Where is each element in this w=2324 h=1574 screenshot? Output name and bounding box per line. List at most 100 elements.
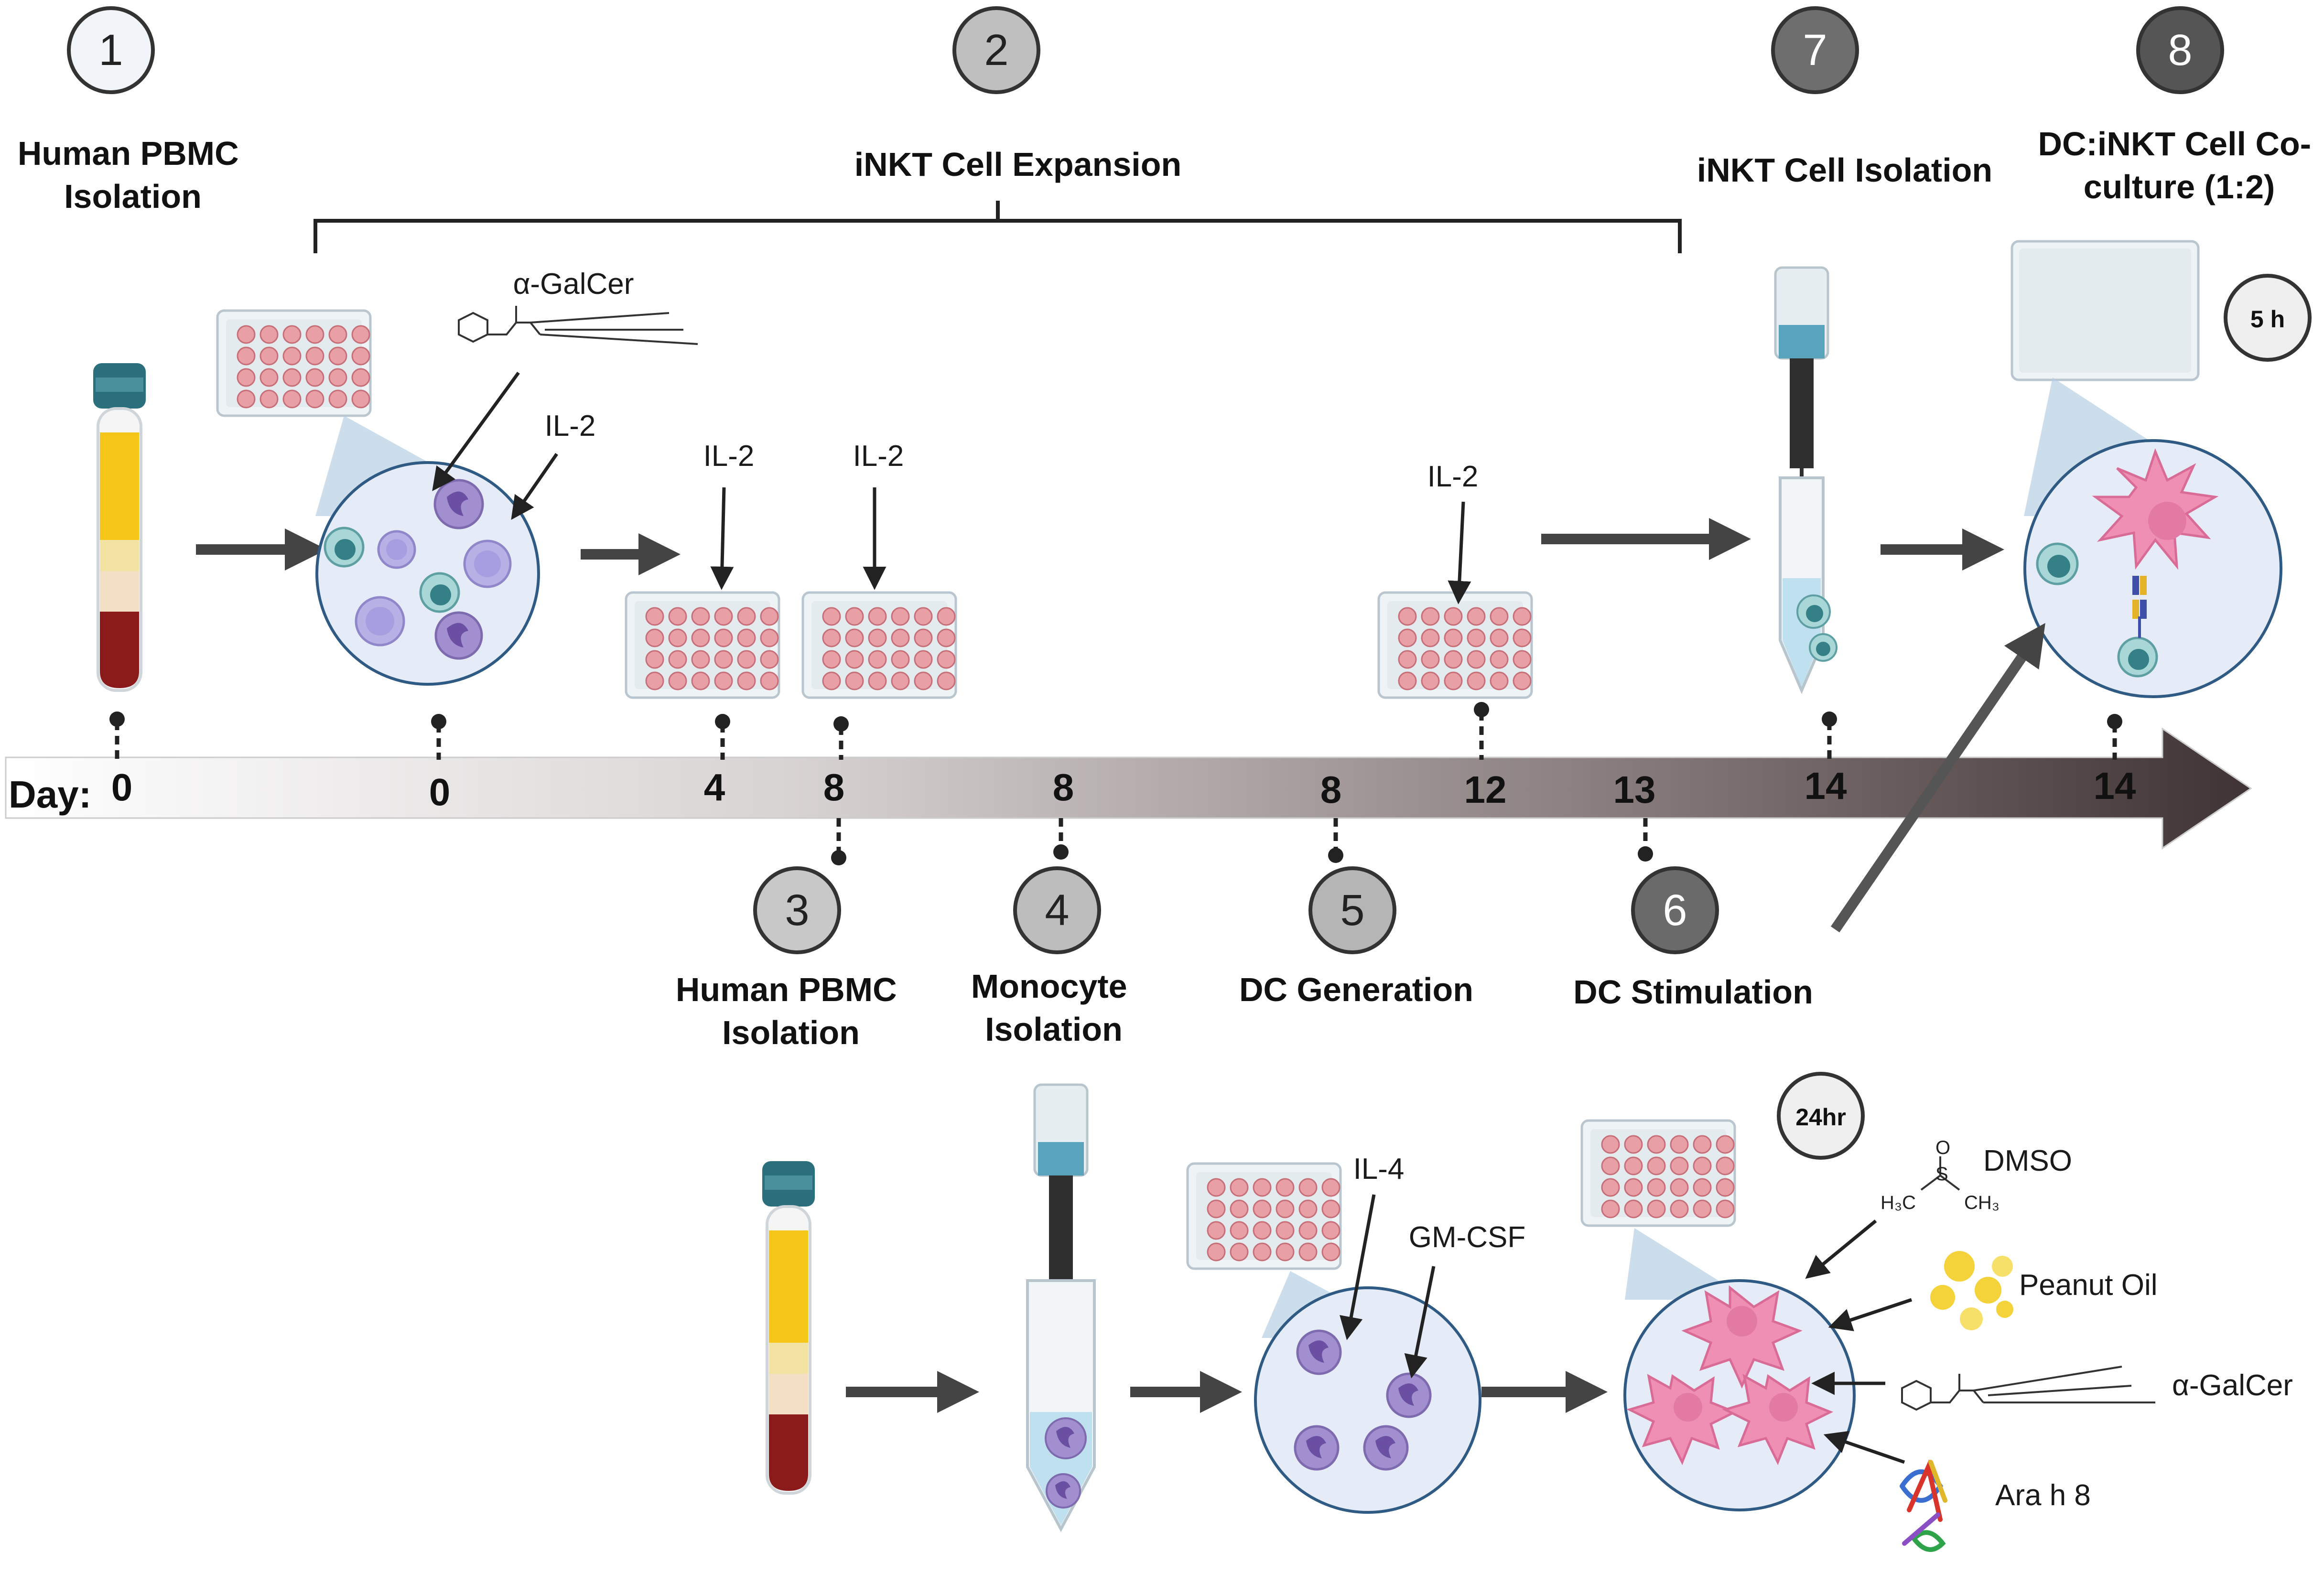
dendritic-cell [1681,1285,1803,1389]
gmcsf-label: GM-CSF [1409,1221,1526,1254]
step-2-title: iNKT Cell Expansion [854,146,1182,183]
dmso-label: DMSO [1983,1144,2072,1177]
lavender-cell [463,539,512,588]
zoom-circle-expansion [315,461,540,686]
stimulated-dc-arrow [1830,623,2045,933]
step-4-title: Monocyte Isolation [971,968,1136,1048]
dmso-s: S [1935,1164,1948,1185]
il2-label-day12: IL-2 [1427,460,1479,493]
receptor-complex [2132,576,2147,638]
isolation-column-top [1774,266,1838,694]
il2-label-day4: IL-2 [703,440,755,473]
step-3: 3 Human PBMC Isolation [676,866,906,1051]
teal-cell [419,572,460,613]
dendritic-cell [1722,1374,1834,1466]
agalcer-structure-bottom [1901,1366,2155,1411]
coculture-plate [2011,240,2200,381]
step-4-badge [1013,866,1101,954]
step-7-number: 7 [1803,26,1827,75]
step-5-number: 5 [1340,886,1364,935]
coculture-clock: 5 h [2224,274,2312,362]
il2-arrow-day4 [710,487,734,590]
dmso-structure [1920,1156,1960,1191]
step-7-badge [1771,6,1859,94]
step-3-title: Human PBMC Isolation [676,971,906,1051]
step-5: 5 DC Generation [1239,866,1473,1008]
step-4: 4 Monocyte Isolation [971,866,1136,1048]
agalcer-arrow-top [432,371,520,491]
culture-plate-day12 [1379,593,1532,698]
dmso-h3c: H₃C [1881,1192,1916,1213]
day-tick-label: 14 [2094,765,2136,807]
timeline-pins-top [109,702,2122,760]
culture-plate-dc [1188,1164,1340,1269]
step-2-badge [952,6,1040,94]
il2-label-day8: IL-2 [853,440,904,473]
step-4-number: 4 [1045,886,1069,935]
gmcsf-arrow [1404,1266,1436,1379]
step-2-number: 2 [984,26,1008,75]
step-5-title: DC Generation [1239,971,1473,1008]
timeline: Day: 0 0 4 8 8 8 12 13 14 14 [5,702,2252,865]
peanut-oil-label: Peanut Oil [2019,1269,2158,1302]
timeline-day-label: Day: [9,773,91,816]
agalcer-label-top: α-GalCer [513,268,634,301]
coculture-timer: 5 h [2250,306,2285,333]
blood-tube-top [93,363,146,692]
day-tick-label: 0 [111,766,133,809]
dendritic-cell [2092,448,2219,570]
monocyte-cell [434,611,483,660]
dmso-ch3: CH₃ [1964,1192,2000,1213]
day-tick-label: 8 [1320,768,1342,811]
step-1-title: Human PBMC Isolation [18,135,248,215]
day-tick-label: 8 [1053,766,1074,809]
zoom-circle-coculture [2023,439,2282,698]
step-1-number: 1 [98,26,123,75]
il4-label: IL-4 [1353,1153,1405,1186]
step-8: 8 DC:iNKT Cell Co- culture (1:2) [2038,6,2320,205]
il2-arrow-day12 [1448,501,1471,604]
step-5-badge [1308,866,1396,954]
step-7: 7 iNKT Cell Isolation [1697,6,1992,189]
day-tick-label: 8 [823,766,845,809]
isolation-column-bottom [1026,1083,1096,1532]
timeline-arrow [5,727,2252,850]
zoom-circle-stim [1623,1279,1856,1511]
dmso-arrow [1805,1219,1877,1279]
teal-cell [324,527,365,568]
inkt-cell [2117,636,2158,678]
step-7-title: iNKT Cell Isolation [1697,151,1992,189]
blood-tube-bottom [762,1161,815,1495]
peanut-oil-droplets [1930,1251,2013,1330]
step-6-number: 6 [1663,886,1687,935]
il4-arrow [1340,1194,1376,1340]
step-8-number: 8 [2168,26,2192,75]
step-8-badge [2136,6,2224,94]
step-8-title: DC:iNKT Cell Co- culture (1:2) [2038,125,2320,205]
culture-plate-stim [1582,1121,1735,1226]
step-1-badge [67,6,155,94]
step-3-badge [753,866,841,954]
step-6: 6 DC Stimulation [1573,866,1813,1011]
agalcer-label-bottom: α-GalCer [2172,1369,2293,1402]
culture-plate-expansion [217,311,370,416]
step-6-badge [1631,866,1719,954]
agalcer-structure-top [458,306,698,345]
ara-h8-protein [1900,1459,1947,1552]
monocyte-cell [433,479,484,529]
step-1: 1 Human PBMC Isolation [18,6,248,215]
lavender-cell [377,530,416,569]
step-6-title: DC Stimulation [1573,973,1813,1011]
step-3-number: 3 [785,886,809,935]
il2-arrow-zoom [511,453,558,520]
timeline-pins-bottom [831,818,1653,865]
expansion-bracket [313,201,1682,253]
dmso-o: O [1935,1137,1950,1158]
day-tick-label: 12 [1464,768,1507,811]
day-tick-label: 0 [429,771,451,813]
stimulation-clock: 24hr [1777,1072,1865,1160]
step-2: 2 iNKT Cell Expansion [313,6,1682,253]
culture-plate-day8 [803,593,956,698]
inkt-cell [2036,542,2079,585]
culture-plate-day4 [626,593,779,698]
